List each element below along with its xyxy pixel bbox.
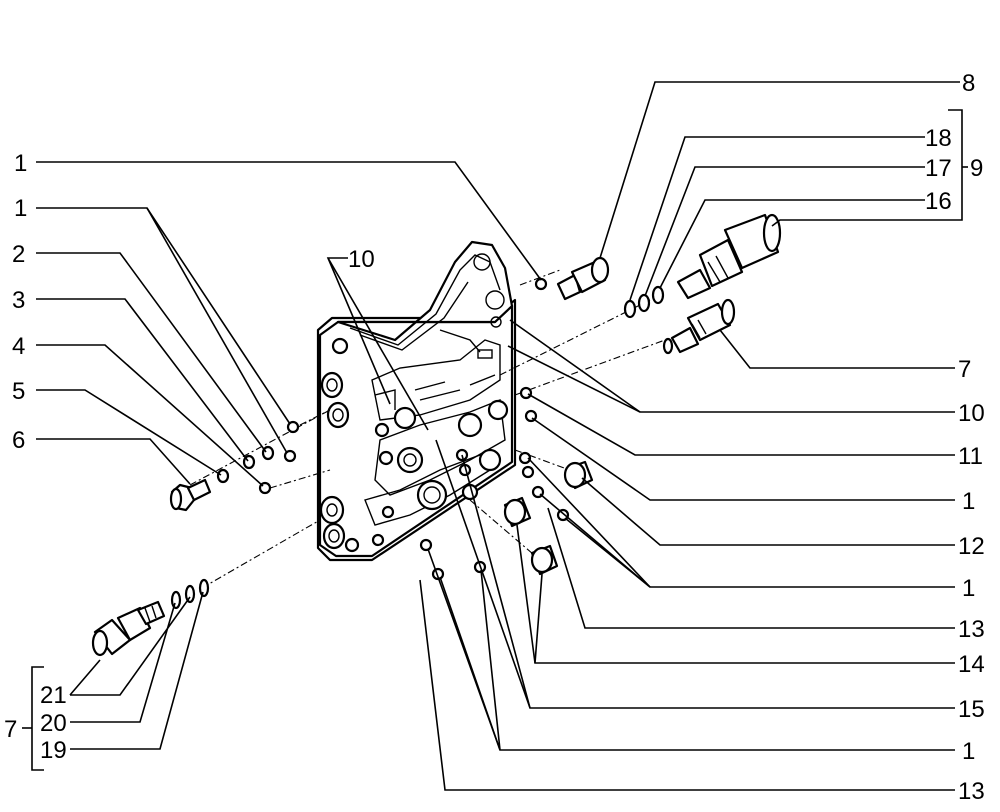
callout-2: 2 — [12, 241, 25, 268]
callout-18: 18 — [925, 125, 952, 152]
callout-1-right-b: 1 — [962, 575, 975, 602]
callout-21: 21 — [40, 682, 67, 709]
callout-10-top: 10 — [348, 246, 375, 273]
callout-1-right-a: 1 — [962, 488, 975, 515]
callout-9: 9 — [970, 155, 983, 182]
callout-5: 5 — [12, 378, 25, 405]
valve-body — [316, 240, 517, 562]
callout-20: 20 — [40, 710, 67, 737]
internal-passages — [364, 329, 509, 547]
callout-3: 3 — [12, 287, 25, 314]
callout-13-b: 13 — [958, 778, 985, 805]
callout-labels: 1 1 2 3 4 5 6 10 7 21 20 19 8 18 17 9 16… — [4, 70, 985, 805]
callout-1-right-c: 1 — [962, 738, 975, 765]
callout-1: 1 — [14, 150, 27, 177]
callout-4: 4 — [12, 333, 25, 360]
callout-7-left: 7 — [4, 716, 17, 743]
solenoid-valve-7-right — [662, 298, 736, 355]
callout-13-a: 13 — [958, 616, 985, 643]
callout-17: 17 — [925, 155, 952, 182]
callout-16: 16 — [925, 188, 952, 215]
solenoid-valve-7-left — [91, 578, 210, 657]
callout-19: 19 — [40, 737, 67, 764]
solenoid-valve-9 — [623, 213, 782, 319]
callout-11: 11 — [958, 443, 983, 470]
callout-6: 6 — [12, 427, 25, 454]
left-bore-holes — [319, 337, 360, 553]
leader-lines — [22, 81, 968, 791]
callout-14: 14 — [958, 651, 985, 678]
callout-1: 1 — [14, 195, 27, 222]
callout-12: 12 — [958, 533, 985, 560]
bolt-top — [534, 277, 548, 291]
fitting-8 — [556, 256, 610, 301]
callout-7-right: 7 — [958, 356, 971, 383]
callout-10-right: 10 — [958, 400, 985, 427]
callout-8: 8 — [962, 70, 975, 97]
plug-part-6 — [169, 478, 212, 512]
callout-15: 15 — [958, 696, 985, 723]
